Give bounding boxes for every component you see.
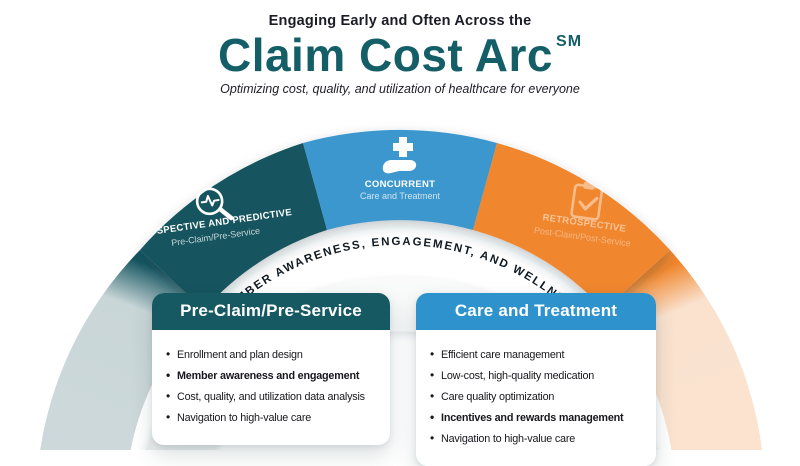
card-care-treatment-title: Care and Treatment (416, 293, 656, 330)
service-mark: SM (556, 33, 583, 50)
card-care-treatment: Care and Treatment Efficient care manage… (416, 293, 656, 466)
page-subtitle: Optimizing cost, quality, and utilizatio… (220, 82, 580, 96)
list-item: Care quality optimization (430, 388, 650, 406)
list-item: Member awareness and engagement (166, 367, 384, 385)
list-item: Cost, quality, and utilization data anal… (166, 388, 384, 406)
card-pre-claim-list: Enrollment and plan design Member awaren… (166, 346, 384, 427)
card-care-treatment-list: Efficient care management Low-cost, high… (430, 346, 650, 448)
list-item: Low-cost, high-quality medication (430, 367, 650, 385)
segment-retrospective (473, 143, 670, 310)
list-item: Navigation to high-value care (430, 430, 650, 448)
list-item: Navigation to high-value care (166, 409, 384, 427)
card-pre-claim-title: Pre-Claim/Pre-Service (152, 293, 390, 330)
list-item: Efficient care management (430, 346, 650, 364)
list-item: Enrollment and plan design (166, 346, 384, 364)
magnifier-pulse-icon (195, 187, 234, 221)
segment-concurrent (303, 129, 497, 230)
page-header: Engaging Early and Often Across the Clai… (0, 13, 800, 96)
card-pre-claim: Pre-Claim/Pre-Service Enrollment and pla… (152, 293, 390, 446)
clipboard-check-icon (570, 181, 604, 221)
hand-cross-icon (382, 137, 417, 174)
list-item: Incentives and rewards management (430, 409, 650, 427)
segment-concurrent-title: CONCURRENT (365, 179, 436, 190)
segment-concurrent-subtitle: Care and Treatment (360, 191, 441, 201)
eyebrow-text: Engaging Early and Often Across the (268, 13, 532, 29)
segment-prospective (140, 143, 327, 310)
